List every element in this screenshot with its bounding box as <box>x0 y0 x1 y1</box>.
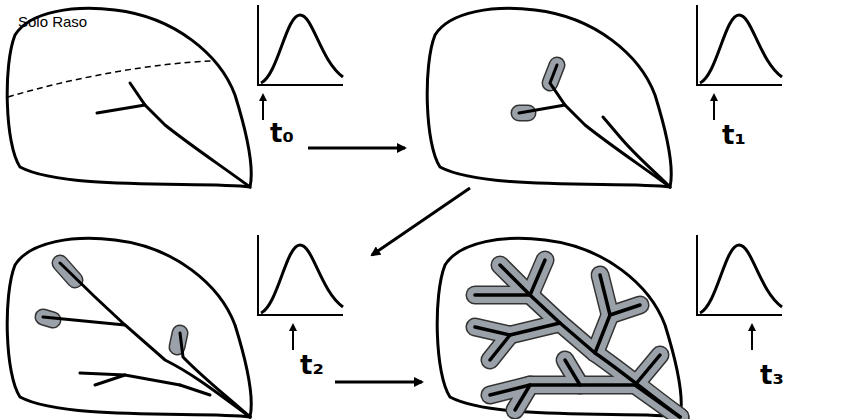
sequence-arrows <box>308 148 470 382</box>
hydrograph <box>697 235 782 350</box>
hydrograph <box>697 5 782 120</box>
time-label: t₁ <box>722 122 746 148</box>
basin-t1 <box>427 8 671 187</box>
basin-t3 <box>437 238 681 417</box>
region-label: Solo Raso <box>18 14 87 29</box>
basin-t0 <box>7 8 251 187</box>
hydrograph <box>258 235 343 350</box>
time-label: t₀ <box>270 120 294 146</box>
basin-t2 <box>7 238 251 417</box>
time-label: t₂ <box>300 352 324 378</box>
hydrograph <box>258 5 343 120</box>
time-label: t₃ <box>760 362 784 388</box>
